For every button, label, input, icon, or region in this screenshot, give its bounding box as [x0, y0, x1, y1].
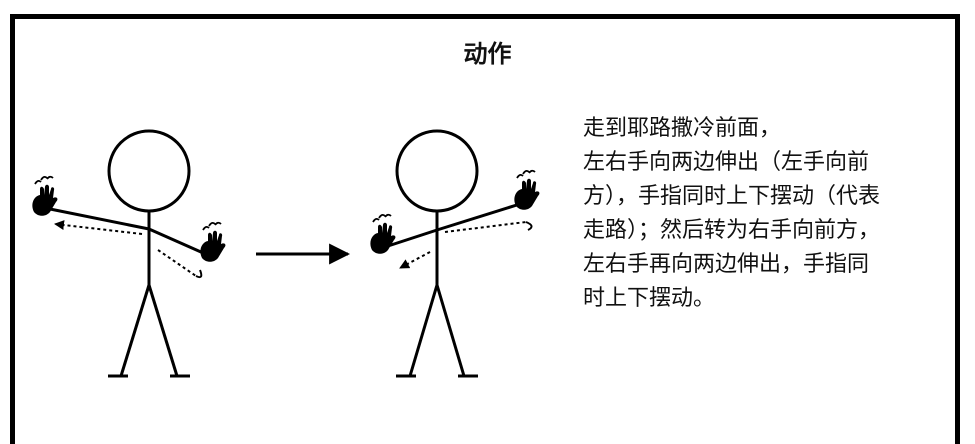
description-line: 方），手指同时上下摆动（代表 [583, 184, 881, 209]
description-line: 左右手向两边伸出（左手向前 [583, 150, 870, 175]
gesture-illustration [31, 129, 541, 378]
hand-icon [513, 169, 541, 211]
hand-icon [199, 221, 227, 263]
description-line: 时上下摆动。 [583, 286, 716, 311]
stick-figure-left [49, 129, 211, 378]
gesture-description: 走到耶路撒冷前面， 左右手向两边伸出（左手向前 方），手指同时上下摆动（代表 走… [583, 112, 963, 316]
description-line: 走路）；然后转为右手向前方， [583, 218, 881, 243]
description-line: 走到耶路撒冷前面， [583, 116, 782, 141]
description-line: 左右手再向两边伸出，手指同 [583, 252, 870, 277]
diagram-title: 动作 [463, 40, 512, 68]
diagram-frame [10, 14, 960, 444]
stick-figure-right [387, 129, 533, 378]
hand-icon [369, 213, 397, 255]
